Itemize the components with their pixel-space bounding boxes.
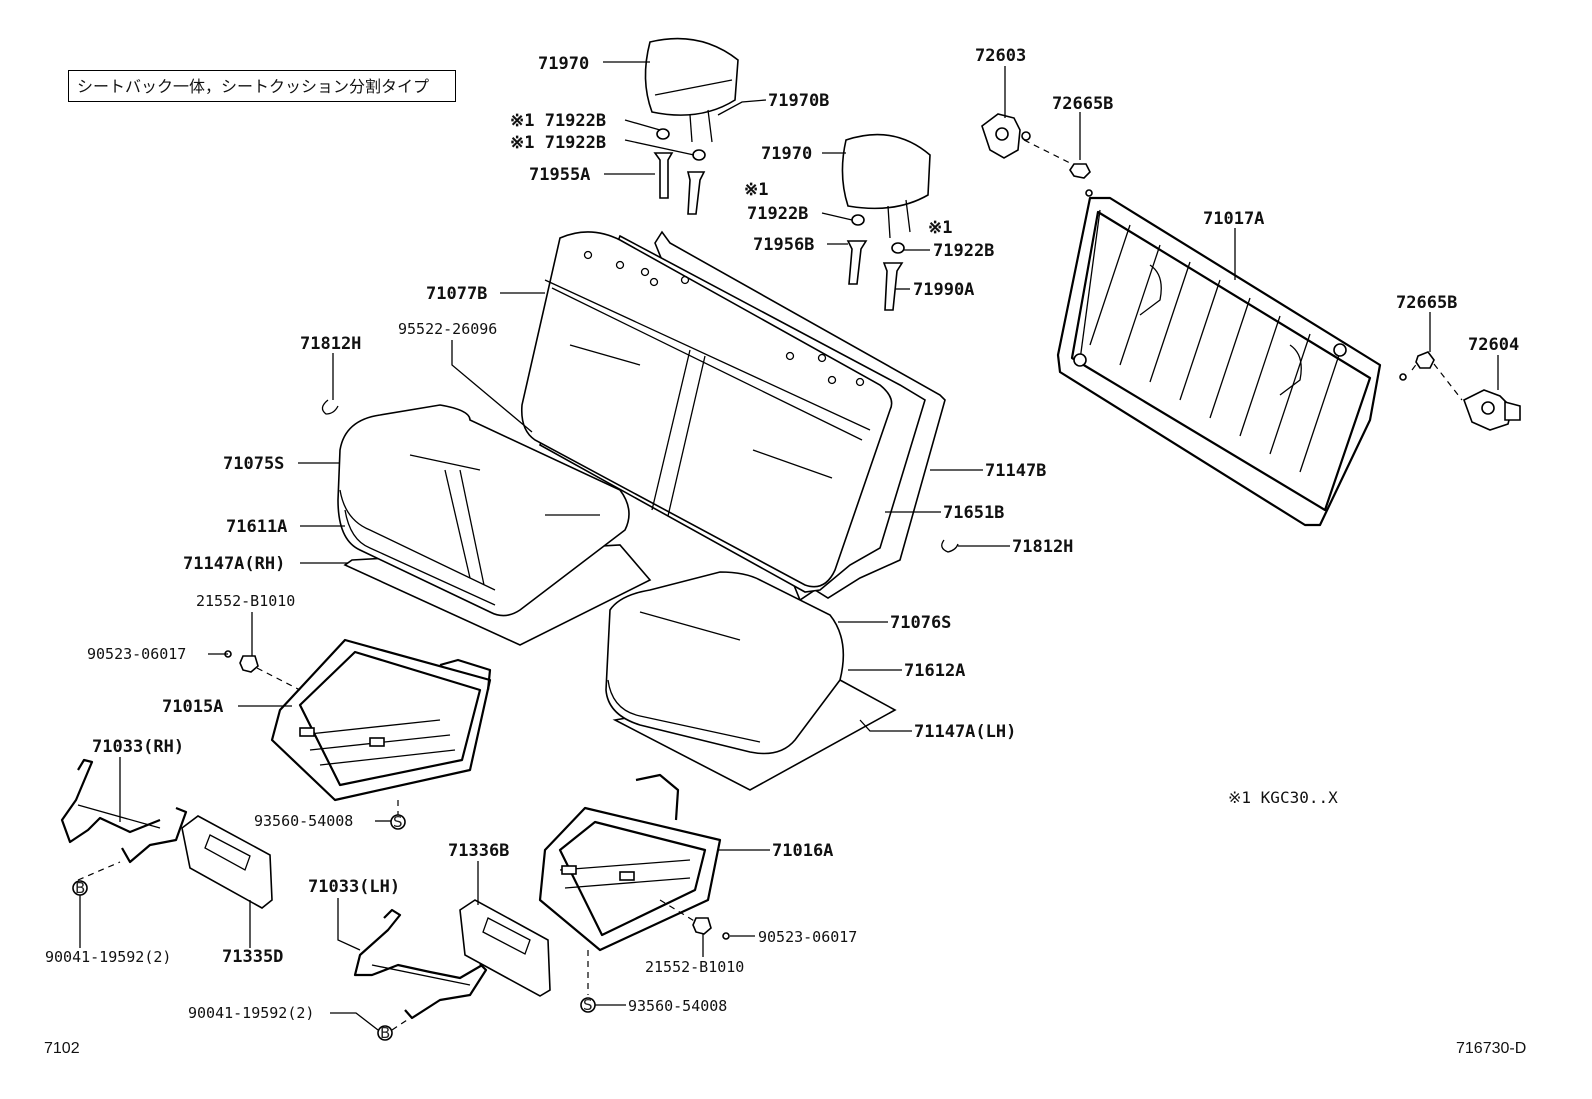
- callout-71922b-d: 71922B: [933, 241, 994, 261]
- headrest-left: [644, 37, 739, 143]
- callout-95522-26096: 95522-26096: [398, 320, 497, 338]
- callout-72665b-b: 72665B: [1396, 293, 1457, 313]
- headrest-right: [841, 133, 931, 239]
- callout-21552-b1010-a: 21552-B1010: [196, 592, 295, 610]
- diagram-title: シートバック一体，シートクッション分割タイプ: [68, 70, 456, 102]
- symbol-s-2: S: [580, 996, 596, 1014]
- cushion-frame-rh: [270, 638, 492, 802]
- callout-note-1b: ※1: [928, 218, 952, 238]
- callout-71016a: 71016A: [772, 841, 833, 861]
- hinge-left: [981, 113, 1091, 179]
- side-cover-rh: [181, 815, 273, 909]
- callout-71970-b: 71970: [761, 144, 812, 164]
- callout-71335d: 71335D: [222, 947, 283, 967]
- symbol-s-1: S: [390, 813, 406, 831]
- hinge-right: [1415, 351, 1521, 431]
- callout-71147b: 71147B: [985, 461, 1046, 481]
- leader-hinge-l: [1023, 139, 1073, 165]
- callout-71612a: 71612A: [904, 661, 965, 681]
- clip-right: [941, 539, 959, 553]
- callout-71922b-a: ※1 71922B: [510, 111, 606, 131]
- seat-back-frame: [1056, 189, 1407, 527]
- callout-90041-19592-a: 90041-19592(2): [45, 948, 171, 966]
- callout-71812h-b: 71812H: [1012, 537, 1073, 557]
- callout-93560-54008-b: 93560-54008: [628, 997, 727, 1015]
- callout-71075s: 71075S: [223, 454, 284, 474]
- callout-90041-19592-b: 90041-19592(2): [188, 1004, 314, 1022]
- symbol-b-2: B: [377, 1024, 393, 1042]
- leader-hinge-r: [1433, 363, 1463, 401]
- callout-71990a: 71990A: [913, 280, 974, 300]
- symbol-s-1-text: S: [393, 813, 403, 831]
- side-cover-lh: [459, 899, 551, 997]
- callout-71017a: 71017A: [1203, 209, 1264, 229]
- callout-71147a-rh: 71147A(RH): [183, 554, 285, 574]
- seat-cushion-rh: [337, 404, 652, 646]
- callout-71077b: 71077B: [426, 284, 487, 304]
- callout-71955a: 71955A: [529, 165, 590, 185]
- callout-71651b: 71651B: [943, 503, 1004, 523]
- callout-21552-b1010-b: 21552-B1010: [645, 958, 744, 976]
- callout-71147a-lh: 71147A(LH): [914, 722, 1016, 742]
- callout-71033-lh: 71033(LH): [308, 877, 400, 897]
- leader-lines: [79, 61, 1499, 1031]
- symbol-s-2-text: S: [583, 996, 593, 1014]
- callout-71922b-c: 71922B: [747, 204, 808, 224]
- cushion-frame-lh: [538, 773, 722, 952]
- callout-90523-06017-b: 90523-06017: [758, 928, 857, 946]
- callout-72665b-a: 72665B: [1052, 94, 1113, 114]
- callout-72603: 72603: [975, 46, 1026, 66]
- callout-71970-a: 71970: [538, 54, 589, 74]
- callout-71076s: 71076S: [890, 613, 951, 633]
- seat-back: [520, 230, 946, 602]
- callout-71812h-a: 71812H: [300, 334, 361, 354]
- callout-71336b: 71336B: [448, 841, 509, 861]
- callout-72604: 72604: [1468, 335, 1519, 355]
- page-ref-right: 716730-D: [1456, 1040, 1527, 1057]
- callout-71956b: 71956B: [753, 235, 814, 255]
- callout-note-1a: ※1: [744, 180, 768, 200]
- callout-71015a: 71015A: [162, 697, 223, 717]
- callout-71033-rh: 71033(RH): [92, 737, 184, 757]
- callout-71970b: 71970B: [768, 91, 829, 111]
- callout-labels: 71970 71970B ※1 71922B ※1 71922B 71955A …: [45, 46, 1519, 1022]
- callout-71922b-b: ※1 71922B: [510, 133, 606, 153]
- callout-90523-06017-a: 90523-06017: [87, 645, 186, 663]
- footnote: ※1 KGC30..X: [1228, 788, 1338, 807]
- hinge-bracket-lh: [353, 908, 488, 1031]
- callout-93560-54008-a: 93560-54008: [254, 812, 353, 830]
- callout-71611a: 71611A: [226, 517, 287, 537]
- hinge-bracket-rh: [60, 758, 188, 881]
- page-ref-left: 7102: [44, 1040, 80, 1057]
- fasteners: [224, 650, 730, 995]
- symbol-b-1: B: [72, 879, 88, 897]
- clip-left: [321, 399, 339, 415]
- symbol-b-1-text: B: [75, 879, 85, 897]
- symbol-b-2-text: B: [380, 1024, 390, 1042]
- seat-cushion-lh: [605, 571, 897, 791]
